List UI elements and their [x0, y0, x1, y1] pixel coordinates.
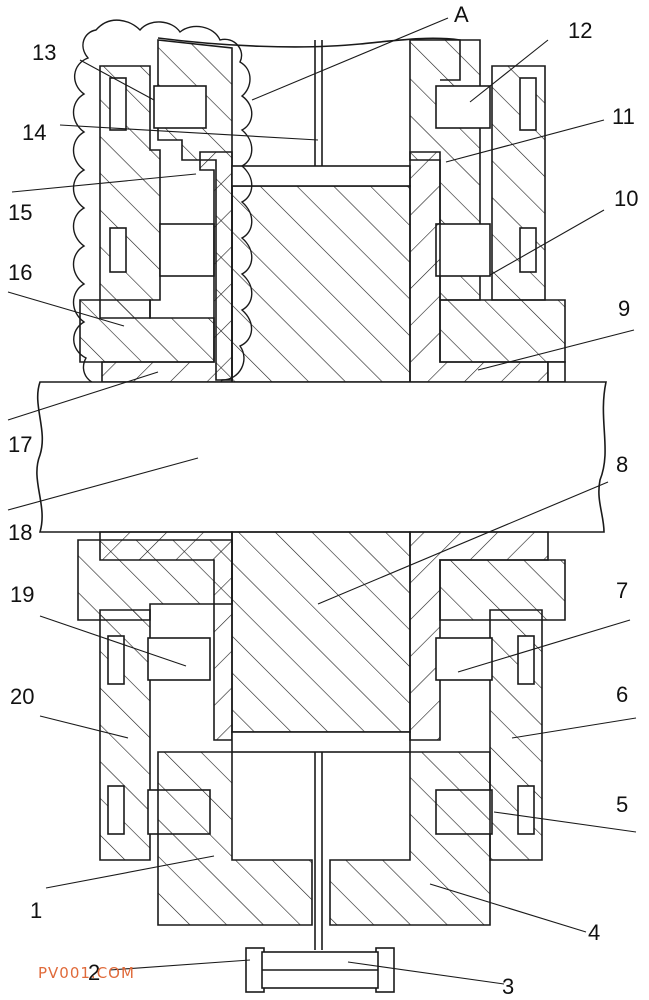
base-1	[157, 751, 313, 926]
right-outer-housing	[491, 65, 546, 301]
rotor-upper	[231, 185, 411, 383]
upper-assembly	[72, 19, 566, 398]
right-lower-ring	[439, 559, 566, 621]
part-labels: A 13 12 14 11 15 10 16 9 17 8 18 19 7 20…	[8, 2, 638, 999]
leader-lines	[7, 17, 637, 985]
label-11: 11	[612, 104, 635, 129]
watermark: PV001.COM	[38, 964, 135, 982]
label-14: 14	[22, 120, 46, 145]
label-1: 1	[30, 898, 42, 923]
label-19: 19	[10, 582, 34, 607]
label-8: 8	[616, 452, 628, 477]
bolt-right-top	[519, 77, 537, 131]
label-2: 2	[88, 960, 100, 985]
label-5: 5	[616, 792, 628, 817]
label-9: 9	[618, 296, 630, 321]
bearing-left-mid	[159, 223, 215, 277]
label-10: 10	[614, 186, 638, 211]
label-3: 3	[502, 974, 514, 999]
rotor-lower	[231, 531, 411, 733]
label-a: A	[454, 2, 469, 27]
bolt-left-lower1	[107, 635, 125, 685]
bolt-left-mid	[109, 227, 127, 273]
label-6: 6	[616, 682, 628, 707]
bearing-7	[435, 637, 493, 681]
label-17: 17	[8, 432, 32, 457]
label-20: 20	[10, 684, 34, 709]
label-15: 15	[8, 200, 32, 225]
bolt-right-lower1	[517, 635, 535, 685]
label-4: 4	[588, 920, 600, 945]
main-shaft	[36, 381, 607, 533]
label-12: 12	[568, 18, 592, 43]
lower-assembly	[77, 531, 566, 993]
bolt-left-lower2	[107, 785, 125, 835]
bolt-right-mid	[519, 227, 537, 273]
ring-9-cap	[547, 361, 566, 383]
label-18: 18	[8, 520, 32, 545]
left-ring-16	[79, 299, 215, 363]
left-outer-housing	[99, 65, 161, 319]
bearing-19	[147, 637, 211, 681]
bolt-right-lower2	[517, 785, 535, 835]
bearing-right-mid	[435, 223, 491, 277]
upper-shaft	[157, 37, 461, 81]
label-16: 16	[8, 260, 32, 285]
detail-cloud-a	[72, 19, 253, 398]
bolt-left-top	[109, 77, 127, 131]
label-7: 7	[616, 578, 628, 603]
rotor-cap-upper	[231, 165, 411, 187]
base-4	[329, 751, 491, 926]
bearing-13	[153, 85, 207, 129]
label-13: 13	[32, 40, 56, 65]
rotor-cap-lower	[231, 731, 411, 753]
